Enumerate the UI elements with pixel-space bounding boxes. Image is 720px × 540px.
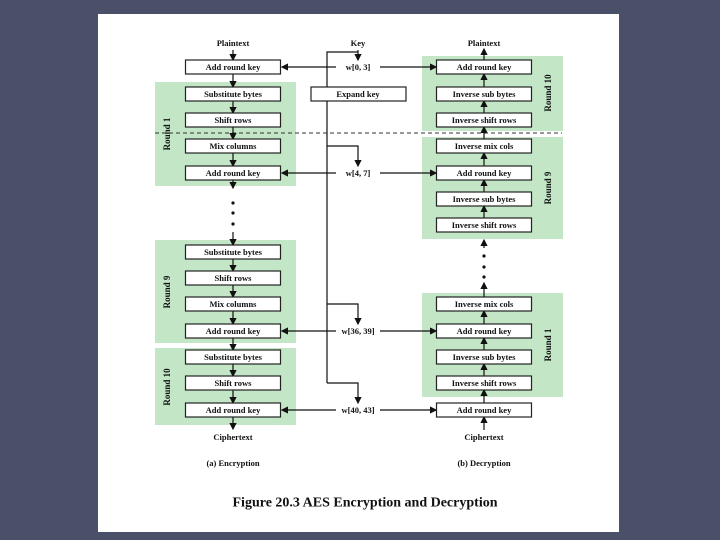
expand-key-label: Expand key	[336, 89, 380, 99]
key-label: Key	[351, 38, 366, 48]
decryption-step-label: Add round key	[457, 168, 512, 178]
decryption-round-label: Round 9	[543, 171, 553, 204]
decryption-step-label: Inverse shift rows	[452, 115, 517, 125]
encryption-step-box	[184, 349, 282, 365]
decryption-step-box	[435, 112, 533, 128]
encryption-caption: (a) Encryption	[206, 458, 259, 468]
decryption-step-box	[435, 375, 533, 391]
decryption-step-label: Inverse sub bytes	[453, 352, 517, 362]
encryption-step-label: Mix columns	[210, 299, 258, 309]
key-branch	[327, 145, 362, 168]
decryption-round-label: Round 1	[543, 328, 553, 361]
ciphertext-input-label: Ciphertext	[464, 432, 503, 442]
decryption-step-label: Add round key	[457, 62, 512, 72]
encryption-step-label: Substitute bytes	[204, 247, 263, 257]
encryption-step-label: Substitute bytes	[204, 89, 263, 99]
encryption-step-box	[184, 59, 282, 75]
round-key-label-bg	[336, 325, 380, 337]
round-key-label: w[40, 43]	[341, 405, 374, 415]
decryption-step-box	[435, 296, 533, 312]
decryption-step-label: Inverse shift rows	[452, 220, 517, 230]
encryption-step-box	[184, 296, 282, 312]
encryption-round-label: Round 9	[162, 275, 172, 308]
round-key-label-bg	[336, 167, 380, 179]
decryption-step-label: Add round key	[457, 326, 512, 336]
plaintext-input-label: Plaintext	[217, 38, 250, 48]
encryption-round-label: Round 1	[162, 117, 172, 150]
encryption-step-label: Shift rows	[215, 115, 253, 125]
encryption-step-box	[184, 375, 282, 391]
key-branch	[327, 382, 362, 405]
decryption-step-box	[435, 217, 533, 233]
ellipsis-dot	[482, 275, 486, 279]
round-key-label-bg	[336, 61, 380, 73]
encryption-step-box	[184, 138, 282, 154]
encryption-step-label: Add round key	[206, 405, 261, 415]
encryption-step-label: Shift rows	[215, 378, 253, 388]
ellipsis-dot	[231, 222, 235, 226]
encryption-step-label: Mix columns	[210, 141, 258, 151]
figure-title: Figure 20.3 AES Encryption and Decryptio…	[233, 496, 498, 511]
decryption-step-label: Inverse mix cols	[455, 299, 514, 309]
encryption-step-label: Substitute bytes	[204, 352, 263, 362]
round-key-label-bg	[336, 404, 380, 416]
encryption-step-box	[184, 244, 282, 260]
encryption-step-box	[184, 165, 282, 181]
ellipsis-dot	[231, 211, 235, 215]
encryption-step-label: Shift rows	[215, 273, 253, 283]
decryption-step-label: Inverse mix cols	[455, 141, 514, 151]
encryption-step-box	[184, 112, 282, 128]
decryption-step-box	[435, 191, 533, 207]
encryption-step-label: Add round key	[206, 326, 261, 336]
round-key-label: w[36, 39]	[341, 326, 374, 336]
encryption-step-label: Add round key	[206, 62, 261, 72]
decryption-step-label: Add round key	[457, 405, 512, 415]
key-line	[326, 51, 358, 87]
plaintext-output-label: Plaintext	[468, 38, 501, 48]
encryption-step-box	[184, 323, 282, 339]
round-key-label: w[4, 7]	[346, 168, 371, 178]
decryption-step-label: Inverse sub bytes	[453, 89, 517, 99]
encryption-step-box	[184, 402, 282, 418]
decryption-step-box	[435, 349, 533, 365]
encryption-step-box	[184, 86, 282, 102]
encryption-round-label: Round 10	[162, 368, 172, 406]
decryption-step-label: Inverse sub bytes	[453, 194, 517, 204]
encryption-step-box	[184, 270, 282, 286]
decryption-round-label: Round 10	[543, 74, 553, 112]
ellipsis-dot	[482, 265, 486, 269]
ciphertext-output-label: Ciphertext	[213, 432, 252, 442]
decryption-step-box	[435, 86, 533, 102]
ellipsis-dot	[231, 201, 235, 205]
ellipsis-dot	[482, 254, 486, 258]
encryption-step-label: Add round key	[206, 168, 261, 178]
decryption-step-label: Inverse shift rows	[452, 378, 517, 388]
key-branch	[327, 303, 362, 326]
decryption-step-box	[435, 138, 533, 154]
decryption-caption: (b) Decryption	[457, 458, 510, 468]
round-key-label: w[0, 3]	[346, 62, 371, 72]
expand-key-box	[310, 86, 407, 102]
